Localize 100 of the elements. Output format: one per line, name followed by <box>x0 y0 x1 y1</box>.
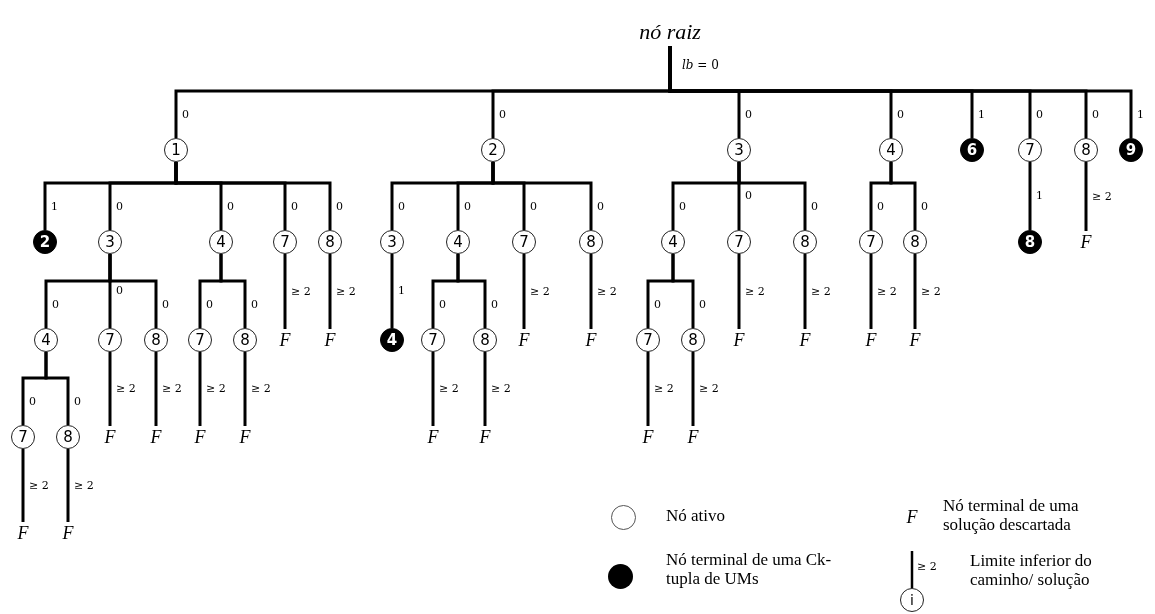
active-node-circle: 7 <box>636 328 660 352</box>
edge-label: 0 <box>698 297 707 311</box>
discarded-node-label: F <box>863 329 879 351</box>
tree-branch-line <box>328 254 332 329</box>
tree-branch-line <box>66 449 70 522</box>
legend-text: Limite inferior do caminho/ solução <box>970 551 1093 589</box>
active-node-circle: 8 <box>233 328 257 352</box>
active-node-circle: 3 <box>380 230 404 254</box>
active-node-circle: 8 <box>1074 138 1098 162</box>
edge-label: 0 <box>226 199 235 213</box>
discarded-node-label: F <box>237 426 253 448</box>
active-node-circle: 7 <box>512 230 536 254</box>
edge-label: 0 <box>744 107 753 121</box>
edge-label: ≥ 2 <box>490 382 512 395</box>
active-node-circle: 8 <box>318 230 342 254</box>
edge-label: 0 <box>490 297 499 311</box>
discarded-node-label: F <box>685 426 701 448</box>
tree-branch-line <box>456 254 487 328</box>
active-node-circle: 8 <box>56 425 80 449</box>
edge-label: 0 <box>161 297 170 311</box>
edge-label: 0 <box>28 394 37 408</box>
active-node-circle: 8 <box>579 230 603 254</box>
edge-label: 0 <box>876 199 885 213</box>
active-node-circle: 3 <box>98 230 122 254</box>
edge-label: 0 <box>810 199 819 213</box>
discarded-node-label: F <box>731 329 747 351</box>
edge-label: ≥ 2 <box>115 382 137 395</box>
terminal-node-circle: 4 <box>380 328 404 352</box>
edge-label: 1 <box>977 107 986 121</box>
tree-branch-line <box>913 254 917 329</box>
active-node-circle: 1 <box>164 138 188 162</box>
tree-branch-line <box>483 352 487 426</box>
active-node-circle: 3 <box>727 138 751 162</box>
edge-label: ≥ 2 <box>596 284 618 298</box>
tree-branch-line <box>589 254 593 329</box>
edge-label: 0 <box>1035 107 1044 121</box>
edge-label: ≥ 2 <box>698 382 720 395</box>
edge-label: ≥ 2 <box>920 284 942 298</box>
tree-branch-line <box>108 254 158 328</box>
edge-label: 0 <box>290 199 299 213</box>
active-node-circle: 7 <box>421 328 445 352</box>
discarded-node-label: F <box>516 329 532 351</box>
discarded-node-label: F <box>192 426 208 448</box>
discarded-node-label: F <box>277 329 293 351</box>
terminal-node-circle: 9 <box>1119 138 1143 162</box>
active-node-circle: 8 <box>793 230 817 254</box>
edge-label: 0 <box>498 107 507 121</box>
active-node-circle: 8 <box>681 328 705 352</box>
edge-label: 0 <box>51 297 60 311</box>
edge-label: 1 <box>397 284 406 297</box>
tree-branch-line <box>174 162 332 230</box>
active-node-circle: 7 <box>188 328 212 352</box>
edge-label: 0 <box>115 284 124 297</box>
edge-label: 0 <box>438 297 447 311</box>
active-node-circle: 7 <box>273 230 297 254</box>
edge-label: 0 <box>1091 107 1100 121</box>
edge-label: 0 <box>744 189 753 202</box>
tree-branch-line <box>21 449 25 522</box>
edge-label: 0 <box>678 199 687 213</box>
active-node-circle: 4 <box>34 328 58 352</box>
edge-label: ≥ 2 <box>438 382 460 395</box>
edge-label: 0 <box>920 199 929 213</box>
active-node-circle: 4 <box>661 230 685 254</box>
edge-label: 0 <box>896 107 905 121</box>
edge-label: ≥ 2 <box>744 284 766 298</box>
edge-label: 0 <box>463 199 472 213</box>
legend-symbol: ≥ 2 <box>916 560 938 573</box>
tree-branch-line <box>803 254 807 329</box>
tree-branch-line <box>283 254 287 329</box>
tree-branch-line <box>522 254 526 329</box>
edge-label: ≥ 2 <box>876 284 898 298</box>
terminal-node-circle: 2 <box>33 230 57 254</box>
edge-label: 0 <box>115 199 124 213</box>
active-node-circle: 2 <box>481 138 505 162</box>
edge-label: ≥ 2 <box>529 284 551 298</box>
tree-branch-line <box>737 162 807 230</box>
legend-symbol: F <box>905 505 919 529</box>
edge-label: 1 <box>1136 107 1145 121</box>
bound-label: lb = 0 <box>682 58 719 72</box>
edge-label: 0 <box>397 199 406 213</box>
edge-label: 1 <box>50 199 59 213</box>
tree-branch-line <box>889 162 917 230</box>
active-node-circle: 8 <box>473 328 497 352</box>
edge-label: 0 <box>181 107 190 121</box>
active-node-circle: 7 <box>98 328 122 352</box>
active-node-circle: 4 <box>209 230 233 254</box>
terminal-node-circle: 6 <box>960 138 984 162</box>
edge-label: ≥ 2 <box>28 478 50 492</box>
active-node-circle: 7 <box>859 230 883 254</box>
tree-branch-line <box>243 352 247 426</box>
active-node-circle: 4 <box>446 230 470 254</box>
tree-branch-line <box>1028 162 1032 230</box>
tree-branch-line <box>431 352 435 426</box>
tree-branch-line <box>737 254 741 329</box>
tree-branch-line <box>44 352 70 425</box>
tree-branch-line <box>646 352 650 426</box>
edge-label: 0 <box>653 297 662 311</box>
tree-branch-line <box>219 254 247 328</box>
tree-branch-line <box>1084 162 1088 231</box>
legend-text: Nó terminal de uma Ck-tupla de UMs <box>666 550 833 588</box>
